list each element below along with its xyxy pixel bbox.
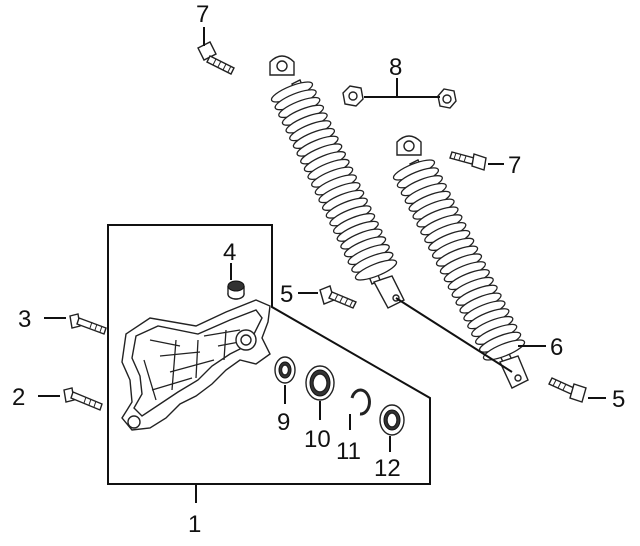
leader-line-6a (395, 297, 513, 373)
shock-absorber-left (269, 55, 405, 309)
callout-9: 9 (277, 409, 290, 436)
callout-2: 2 (12, 384, 25, 411)
callout-10: 10 (304, 426, 331, 453)
oil-seal-12 (379, 404, 405, 436)
callout-8: 8 (389, 54, 402, 81)
swing-arm-bracket (121, 299, 271, 431)
leader-line-8 (364, 78, 440, 98)
callout-7a: 7 (196, 1, 209, 28)
bolt-7-right (449, 151, 487, 171)
nut-8-right (437, 88, 457, 109)
callout-7b: 7 (508, 152, 521, 179)
oil-seal-9 (274, 356, 296, 384)
bearing-10 (305, 365, 335, 401)
callout-11: 11 (336, 438, 361, 465)
callout-5a: 5 (280, 281, 293, 308)
bolt-5-right (548, 377, 587, 403)
callout-12: 12 (374, 455, 401, 482)
circlip-11 (350, 388, 371, 416)
shock-absorber-right (392, 135, 529, 389)
callout-6: 6 (550, 334, 563, 361)
spring-coil (482, 339, 526, 361)
bolt-7-top (197, 41, 235, 75)
callout-3: 3 (18, 306, 31, 333)
callout-1: 1 (188, 511, 201, 538)
assembly-outline (107, 224, 431, 485)
nut-8-left (342, 85, 364, 107)
spring-coil (354, 259, 398, 281)
bolt-5-middle (319, 285, 357, 309)
bolt-2 (63, 387, 103, 411)
callout-4: 4 (223, 239, 236, 266)
callout-5b: 5 (612, 386, 625, 413)
bushing-4 (227, 280, 245, 300)
bolt-3 (69, 313, 107, 335)
